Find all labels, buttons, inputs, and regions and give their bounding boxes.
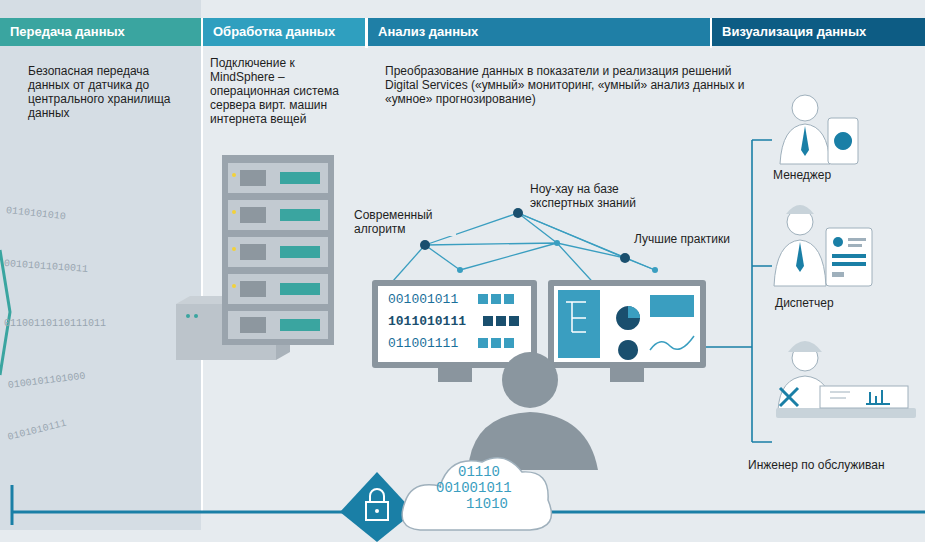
screen-binary: 1011010111 [388,314,466,329]
monitor-right [548,280,706,382]
network-label: Ноу-хау на базе экспертных знаний [528,182,672,210]
column-description: Преобразование данных в показатели и реа… [368,46,765,106]
screen-binary: 001001011 [388,292,458,307]
divider [201,18,203,513]
dispatcher-icon [774,205,872,286]
cloud-binary: 11010 [466,496,508,512]
cloud-binary: 01110 [458,464,500,480]
network-label: Современный алгоритм [352,208,456,236]
role-label: Менеджер [773,168,831,182]
transfer-panel [0,0,201,530]
base-tick [11,485,14,525]
role-label: Инженер по обслуживан [748,458,885,472]
column-panel: Обработка данныхПодключение к MindSphere… [203,18,365,126]
cloud-binary: 001001011 [436,480,512,496]
network-label: Лучшие практики [632,232,732,246]
screen-binary: 011001111 [388,336,458,351]
column-panel: Передача данныхБезопасная передача данны… [0,18,201,120]
column-description: Подключение к MindSphere – операционная … [203,46,366,126]
binary-stream: 01100110110111011 [4,318,106,330]
role-bracket [706,140,772,442]
column-panel: Анализ данныхПреобразование данных в пок… [368,18,710,106]
column-panel: Визуализация данных [712,18,925,46]
column-description: Безопасная передача данных от датчика до… [0,46,198,120]
cloud [402,458,551,530]
person-silhouette [468,352,598,470]
column-header: Обработка данных [203,18,365,46]
column-header: Передача данных [0,18,201,46]
engineer-icon [776,341,916,418]
column-header: Анализ данных [368,18,710,46]
server-rack [222,155,334,345]
role-label: Диспетчер [775,296,834,310]
manager-icon [780,95,858,164]
column-header: Визуализация данных [712,18,925,46]
